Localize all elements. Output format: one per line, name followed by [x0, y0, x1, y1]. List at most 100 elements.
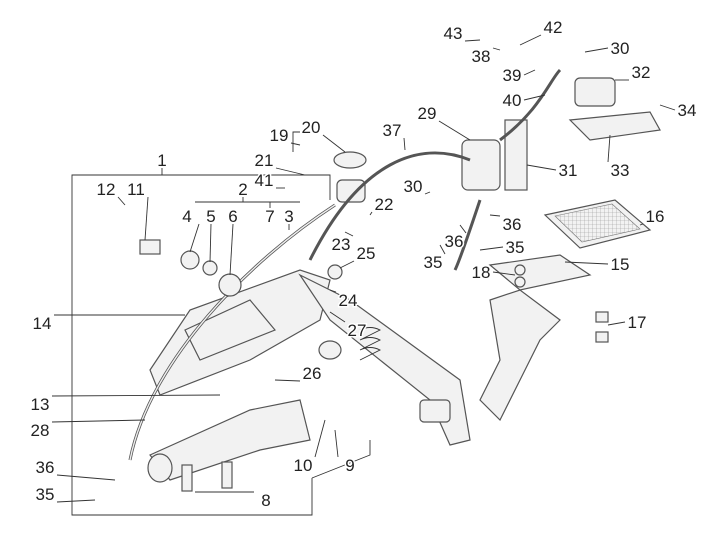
part-label: 28 [31, 421, 50, 440]
part-label: 11 [127, 180, 145, 199]
leader-line [51, 419, 146, 423]
leader-line [523, 94, 546, 101]
part-label: 33 [611, 161, 630, 180]
part-label: 4 [182, 207, 191, 226]
part-label: 32 [632, 63, 651, 82]
leader-line [51, 394, 221, 397]
part-label: 22 [375, 195, 394, 214]
group-brackets [71, 131, 371, 516]
part-label: 15 [611, 255, 630, 274]
leader-line [523, 69, 536, 76]
part-label: 23 [332, 235, 351, 254]
leader-line [117, 196, 126, 206]
leader-line [439, 244, 446, 255]
leader-line [56, 474, 116, 481]
leader-line [564, 261, 609, 265]
leader-line [334, 429, 339, 458]
leader-line [519, 34, 542, 46]
part-label: 19 [270, 126, 289, 145]
part-label: 35 [36, 485, 55, 504]
part-label: 31 [559, 161, 578, 180]
pedal-pad [543, 199, 652, 249]
leader-line [424, 191, 431, 195]
leader-line [290, 142, 301, 146]
part-label: 30 [611, 39, 630, 58]
brake-pedal-arm [479, 289, 561, 422]
part-label: 2 [238, 180, 247, 199]
distributor-32 [574, 77, 616, 107]
leader-line [322, 134, 346, 153]
part-label: 5 [206, 207, 215, 226]
leader-line [403, 137, 406, 151]
leader-line [492, 271, 516, 276]
leader-line [144, 196, 149, 241]
part-label: 38 [472, 47, 491, 66]
leader-line [56, 499, 96, 503]
leader-line [339, 260, 355, 269]
leader-line [607, 321, 626, 326]
leader-line [479, 246, 504, 251]
leader-line [464, 39, 481, 42]
mount-plate-31 [504, 119, 528, 191]
leader-line [438, 120, 471, 141]
leader-line [329, 289, 337, 293]
part-label: 26 [303, 364, 322, 383]
part-label: 36 [36, 458, 55, 477]
part-label: 42 [544, 18, 563, 37]
leader-line [459, 224, 467, 234]
master-cylinder-upper [461, 139, 501, 191]
reservoir-cap [333, 151, 367, 169]
master-cylinder [149, 399, 311, 481]
part-label: 3 [284, 207, 293, 226]
part-label: 10 [294, 456, 313, 475]
leader-line [489, 214, 501, 217]
part-label: 43 [444, 24, 463, 43]
leader-line [584, 47, 609, 53]
part-label: 1 [157, 151, 166, 170]
leader-line [607, 134, 611, 163]
part-label: 12 [97, 180, 116, 199]
part-label: 14 [33, 314, 52, 333]
part-label: 39 [503, 66, 522, 85]
part-label: 16 [646, 207, 665, 226]
part-label: 34 [678, 101, 697, 120]
part-label: 35 [506, 238, 525, 257]
part-label: 13 [31, 395, 50, 414]
leader-line [275, 167, 306, 176]
leader-lines [51, 34, 676, 503]
bracket-plate [184, 299, 276, 361]
part-label: 27 [348, 321, 367, 340]
leader-line [344, 231, 354, 237]
part-label: 37 [383, 121, 402, 140]
part-label: 20 [302, 118, 321, 137]
part-label: 40 [503, 91, 522, 110]
return-spring [359, 327, 382, 361]
part-label: 7 [265, 207, 274, 226]
reservoir [336, 179, 366, 203]
part-label: 35 [424, 253, 443, 272]
leader-line [639, 223, 644, 226]
parts [128, 68, 661, 492]
pedal-pivot [419, 399, 451, 423]
bracket-33 [568, 111, 661, 141]
part-label: 41 [255, 171, 274, 190]
part-label: 24 [339, 291, 358, 310]
part-label: 36 [445, 232, 464, 251]
leader-line [329, 311, 346, 323]
leader-line [659, 104, 676, 111]
part-label: 6 [228, 207, 237, 226]
leader-line [209, 223, 212, 263]
leader-line [526, 164, 557, 171]
part-label: 9 [345, 456, 354, 475]
part-label: 36 [503, 215, 522, 234]
part-label: 17 [628, 313, 647, 332]
leader-line [314, 419, 326, 458]
part-label: 8 [261, 491, 270, 510]
part-label: 18 [472, 263, 491, 282]
leader-line [369, 211, 373, 216]
washer [318, 340, 342, 360]
pedal-bracket-right [488, 254, 592, 291]
